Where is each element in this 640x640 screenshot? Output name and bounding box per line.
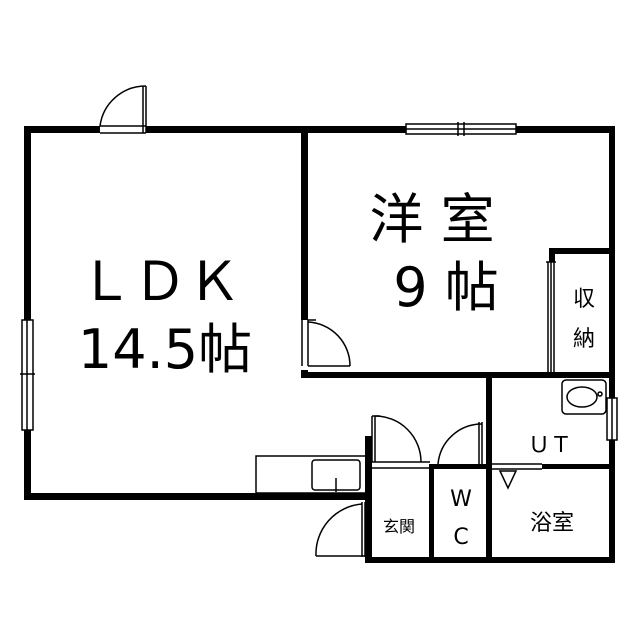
kitchen-counter xyxy=(255,455,367,494)
room-ut-name: ＵＴ xyxy=(528,433,572,458)
wall-storage-top xyxy=(549,248,615,254)
room-wc-line1: W xyxy=(450,487,472,512)
wall-wc-left xyxy=(429,468,434,563)
door-hall xyxy=(371,415,430,469)
door-storage xyxy=(546,261,556,372)
wall-right xyxy=(609,126,615,563)
wall-entrance-left xyxy=(365,436,372,563)
room-entrance-name: 玄関 xyxy=(383,517,415,536)
wash-basin xyxy=(561,379,607,415)
room-storage-line1: 収 xyxy=(573,287,595,312)
labels: ＬＤＫ 14.5帖 洋 室 9 帖 収 納 ＵＴ 浴室 W C 玄関 xyxy=(78,188,595,550)
room-wc-line2: C xyxy=(453,525,468,550)
wall-western-bottom xyxy=(301,372,615,378)
wall-bottom xyxy=(365,557,615,563)
wall-left xyxy=(24,126,31,500)
door-entrance xyxy=(315,502,366,557)
room-ldk-name: ＬＤＫ xyxy=(79,250,241,313)
windows xyxy=(20,122,618,441)
door-ldk-top xyxy=(99,85,147,135)
room-western-size: 9 帖 xyxy=(393,256,499,319)
door-ut xyxy=(492,462,542,490)
fixtures xyxy=(255,379,607,494)
wall-partition-ldk-western xyxy=(301,126,308,378)
door-western xyxy=(300,319,351,370)
wall-top xyxy=(24,126,615,133)
wall-ldk-bottom xyxy=(24,493,372,500)
room-ldk-size: 14.5帖 xyxy=(78,318,252,381)
wall-wc-top xyxy=(429,464,492,469)
door-wc xyxy=(437,422,483,465)
room-western-name: 洋 室 xyxy=(369,188,494,251)
room-bath-name: 浴室 xyxy=(530,511,574,536)
room-storage-line2: 納 xyxy=(573,327,595,352)
doors xyxy=(99,85,556,557)
wall-ut-bath xyxy=(486,464,615,469)
walls xyxy=(24,126,615,563)
